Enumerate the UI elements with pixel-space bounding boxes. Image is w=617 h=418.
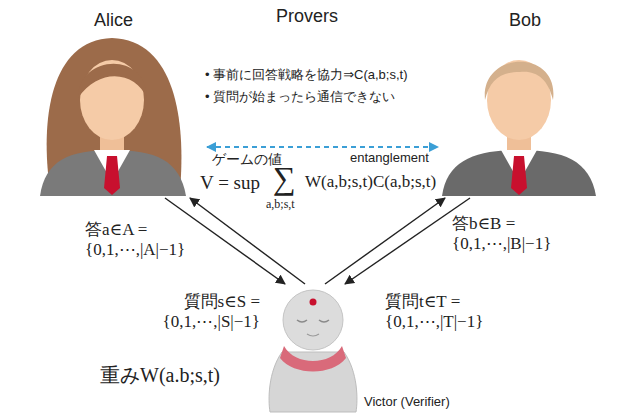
message-label: 答a∈A ={0,1,⋯,|A|−1} — [85, 220, 220, 261]
verifier-name: Victor (Verifier) — [364, 395, 450, 410]
victor-statue — [269, 290, 357, 412]
statue-dot — [310, 299, 317, 306]
message-label: 答b∈B ={0,1,⋯,|B|−1} — [452, 214, 587, 255]
alice-suit — [40, 150, 186, 196]
group-title: Provers — [276, 6, 338, 27]
bob-suit — [442, 150, 596, 196]
formula-part: V = sup — [200, 172, 260, 194]
formula-heading: ゲームの値 — [212, 151, 282, 167]
bob-tie — [511, 156, 527, 195]
prover-name: Alice — [20, 10, 207, 31]
message-label: 質問s∈S ={0,1,⋯,|S|−1} — [125, 292, 260, 333]
bullet-note: • 質問が始まったら通信できない — [205, 90, 395, 105]
alice-figure — [40, 38, 186, 196]
sum-symbol: ∑ — [273, 160, 296, 197]
bob-hair — [485, 62, 554, 100]
weight-label: 重みW(a.b;s,t) — [100, 364, 220, 387]
sum-index: a,b;s,t — [266, 198, 295, 212]
bullet-note: • 事前に回答戦略を協力⇒C(a,b;s,t) — [205, 68, 408, 83]
alice-bangs — [78, 64, 147, 98]
message-label: 質問t∈T ={0,1,⋯,|T|−1} — [385, 292, 520, 333]
prover-name: Bob — [438, 10, 612, 31]
bob-figure — [442, 60, 596, 196]
entanglement-link — [207, 146, 438, 148]
message-arrow — [345, 198, 470, 284]
alice-tie — [104, 156, 120, 195]
prover-figure: Alice — [20, 6, 207, 198]
formula-part: W(a,b;s,t)C(a,b;s,t) — [305, 172, 436, 192]
statue-eye — [319, 320, 329, 322]
statue-head — [283, 290, 343, 350]
message-arrow — [190, 198, 305, 284]
statue-eye — [297, 320, 307, 322]
verifier-figure: Victor (Verifier) — [265, 284, 360, 412]
link-label: entanglement — [350, 151, 429, 166]
statue-mouth — [307, 334, 319, 336]
message-arrow — [325, 198, 445, 284]
prover-figure: Bob — [438, 6, 612, 198]
